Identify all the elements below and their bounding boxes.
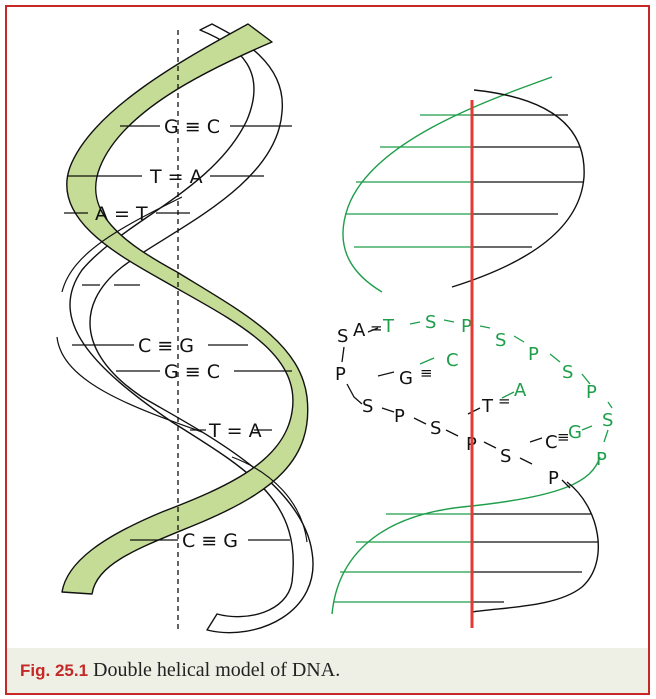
dna-diagram-svg: G ≡ C T = A A = T C ≡ G G ≡ C T = A C ≡ … bbox=[7, 7, 648, 648]
black-strand-lower bbox=[472, 482, 598, 612]
bond-sign-gc: ≡ bbox=[420, 364, 433, 382]
upper-rungs bbox=[346, 115, 584, 247]
strand-letter-s: S bbox=[602, 410, 613, 431]
strand-letter-t: T bbox=[481, 396, 494, 417]
base-pair-label-6: T = A bbox=[208, 420, 262, 442]
left-double-helix: G ≡ C T = A A = T C ≡ G G ≡ C T = A C ≡ … bbox=[57, 24, 313, 633]
right-double-helix: S A P S G S T P S P S C P T S bbox=[332, 77, 613, 628]
strand-letter-p: P bbox=[394, 406, 405, 427]
base-pair-label-2: T = A bbox=[149, 166, 203, 188]
strand-letter-s: S bbox=[500, 446, 511, 467]
strand-letter-p: P bbox=[548, 468, 559, 489]
figure-caption: Fig. 25.1 Double helical model of DNA. bbox=[7, 648, 648, 693]
base-pair-label-4: C ≡ G bbox=[138, 335, 194, 357]
strand-letter-p: P bbox=[335, 364, 346, 385]
base-pair-label-3: A = T bbox=[95, 203, 148, 225]
base-pair-label-1: G ≡ C bbox=[164, 116, 220, 138]
figure-number: Fig. 25.1 bbox=[20, 661, 88, 680]
bond-sign-ta: = bbox=[498, 392, 511, 410]
dna-illustration: G ≡ C T = A A = T C ≡ G G ≡ C T = A C ≡ … bbox=[7, 7, 648, 648]
strand-letter-p: P bbox=[528, 344, 539, 365]
green-strand-upper bbox=[343, 77, 552, 292]
strand-letter-c: C bbox=[545, 432, 558, 453]
strand-letter-a: A bbox=[514, 380, 527, 401]
strand-letter-s: S bbox=[362, 396, 373, 417]
strand-letter-p: P bbox=[596, 449, 607, 470]
strand-letter-c: C bbox=[446, 350, 459, 371]
strand-letter-g: G bbox=[399, 368, 413, 389]
base-pair-label-7: C ≡ G bbox=[182, 530, 238, 552]
strand-letter-p: P bbox=[586, 382, 597, 403]
strand-letter-g: G bbox=[568, 422, 582, 443]
strand-letter-s: S bbox=[337, 326, 348, 347]
base-pair-label-5: G ≡ C bbox=[164, 361, 220, 383]
green-strand-lower bbox=[332, 457, 600, 614]
bond-sign-cg: ≡ bbox=[557, 428, 570, 446]
strand-letter-a: A bbox=[353, 320, 366, 341]
bond-sign-at: = bbox=[370, 319, 383, 337]
strand-letter-s: S bbox=[425, 312, 436, 333]
strand-letter-s: S bbox=[430, 418, 441, 439]
figure-frame: G ≡ C T = A A = T C ≡ G G ≡ C T = A C ≡ … bbox=[5, 5, 650, 695]
caption-text: Double helical model of DNA. bbox=[93, 659, 340, 681]
strand-letter-s: S bbox=[495, 330, 506, 351]
strand-letter-t: T bbox=[382, 316, 395, 337]
strand-letter-p: P bbox=[461, 316, 472, 337]
strand-letter-s: S bbox=[562, 362, 573, 383]
backbone-connectors bbox=[342, 320, 612, 488]
lower-rungs bbox=[334, 514, 598, 602]
